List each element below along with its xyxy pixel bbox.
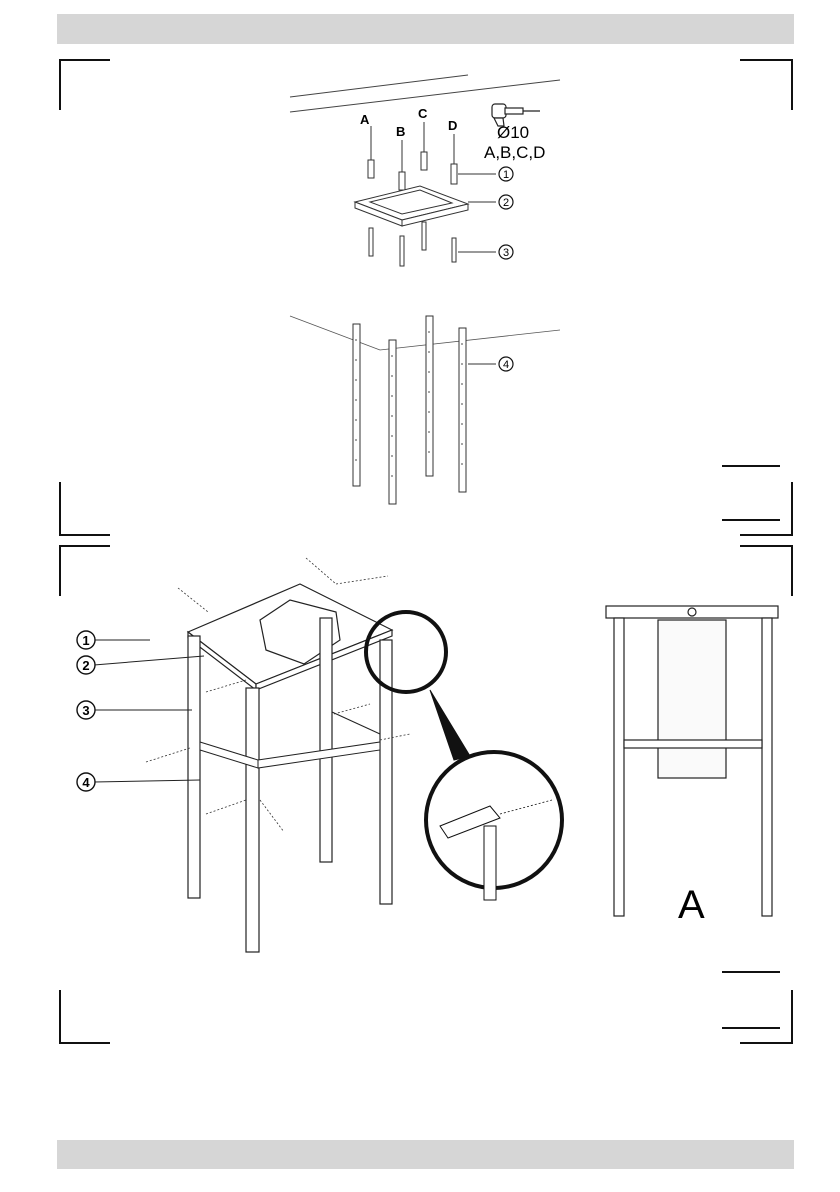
detail-magnifier <box>366 612 562 900</box>
anchor-label-a: A <box>360 112 370 127</box>
hanging-rails <box>353 316 466 504</box>
frame-cross-braces <box>200 712 380 768</box>
svg-text:3: 3 <box>82 703 89 718</box>
step2-callout-4: 4 <box>77 773 95 791</box>
svg-text:3: 3 <box>503 247 509 259</box>
anchor-label-d: D <box>448 118 457 133</box>
plate-screws <box>369 222 456 266</box>
svg-text:4: 4 <box>82 775 90 790</box>
view-label-a: A <box>678 883 705 927</box>
mounting-plate <box>355 186 468 226</box>
step2-callout-2: 2 <box>77 656 95 674</box>
side-view-a <box>606 606 778 916</box>
frame-top-plate <box>188 584 392 690</box>
step2-callout-1: 1 <box>77 631 95 649</box>
step1-callout-1: 1 <box>499 167 513 181</box>
svg-text:1: 1 <box>503 169 509 181</box>
rail-holes <box>355 331 463 477</box>
wall-anchors <box>368 122 457 190</box>
drill-diameter: Ø10 <box>497 123 529 142</box>
step1-callout-4: 4 <box>499 357 513 371</box>
anchor-label-c: C <box>418 106 428 121</box>
drill-positions: A,B,C,D <box>484 143 545 162</box>
step1-callout-2: 2 <box>499 195 513 209</box>
svg-text:2: 2 <box>82 658 89 673</box>
svg-text:1: 1 <box>82 633 89 648</box>
svg-text:2: 2 <box>503 197 509 209</box>
step1-callout-3: 3 <box>499 245 513 259</box>
ceiling-surface <box>290 316 560 350</box>
anchor-label-b: B <box>396 124 405 139</box>
svg-text:4: 4 <box>503 359 509 371</box>
step2-callout-3: 3 <box>77 701 95 719</box>
